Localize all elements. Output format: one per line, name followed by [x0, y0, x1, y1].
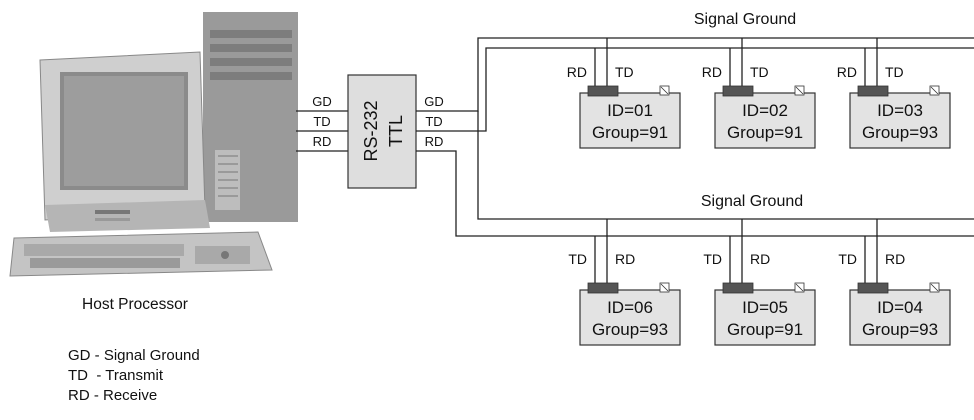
device-right-pin-label: RD — [750, 251, 770, 267]
ttl-rd-label: RD — [425, 134, 444, 149]
device-id: ID=02 — [742, 101, 788, 120]
device-connector — [722, 85, 754, 97]
device-right-pin-label: TD — [750, 64, 769, 80]
host-gd-label: GD — [312, 94, 332, 109]
host-processor-label: Host Processor — [82, 296, 188, 313]
device-indicator-mark — [795, 283, 804, 292]
device-connector — [857, 282, 889, 294]
device-id: ID=05 — [742, 298, 788, 317]
legend-rd: RD - Receive — [68, 387, 158, 404]
host-wires — [296, 110, 348, 152]
device-indicator-mark — [795, 86, 804, 95]
device-indicator-mark — [660, 283, 669, 292]
device-box — [849, 92, 951, 149]
device-connector — [587, 282, 619, 294]
ttl-gd-label: GD — [424, 94, 444, 109]
device-group: Group=91 — [727, 123, 803, 142]
device-group: Group=93 — [862, 320, 938, 339]
device-indicator-mark — [930, 86, 939, 95]
signal-ground-label-top: Signal Ground — [694, 11, 796, 28]
device-group: Group=91 — [727, 320, 803, 339]
device-id: ID=03 — [877, 101, 923, 120]
device-id: ID=01 — [607, 101, 653, 120]
device-connector — [587, 85, 619, 97]
device-box — [849, 289, 951, 346]
device-indicator-mark — [930, 283, 939, 292]
host-td-label: TD — [313, 114, 330, 129]
converter-ttl-label: TTL — [386, 115, 406, 147]
converter-box — [347, 74, 417, 189]
device-box — [579, 92, 681, 149]
device-left-pin-label: RD — [837, 64, 857, 80]
device-id: ID=04 — [877, 298, 923, 317]
device-left-pin-label: TD — [568, 251, 587, 267]
device-right-pin-label: TD — [615, 64, 634, 80]
device-box — [714, 92, 816, 149]
device-left-pin-label: RD — [702, 64, 722, 80]
device-connector — [722, 282, 754, 294]
legend-gd: GD - Signal Ground — [68, 347, 200, 364]
device-connector — [857, 85, 889, 97]
device-id: ID=06 — [607, 298, 653, 317]
device-group: Group=91 — [592, 123, 668, 142]
device-left-pin-label: TD — [838, 251, 857, 267]
device-right-pin-label: TD — [885, 64, 904, 80]
device-group: Group=93 — [862, 123, 938, 142]
device-left-pin-label: TD — [703, 251, 722, 267]
legend-td: TD - Transmit — [68, 367, 164, 384]
ttl-td-label: TD — [425, 114, 442, 129]
signal-ground-label-bottom: Signal Ground — [701, 193, 803, 210]
device-box — [714, 289, 816, 346]
device-left-pin-label: RD — [567, 64, 587, 80]
device-group: Group=93 — [592, 320, 668, 339]
device-right-pin-label: RD — [885, 251, 905, 267]
device-indicator-mark — [660, 86, 669, 95]
device-right-pin-label: RD — [615, 251, 635, 267]
device-box — [579, 289, 681, 346]
host-computer-icon — [9, 12, 298, 277]
host-rd-label: RD — [313, 134, 332, 149]
converter-rs232-label: RS-232 — [361, 100, 381, 161]
